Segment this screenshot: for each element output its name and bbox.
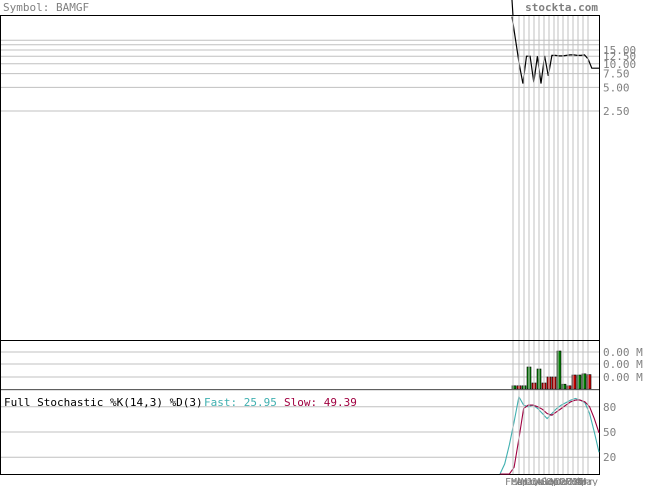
x-tick-label: Oct	[546, 477, 564, 486]
brand-label: stockta.com	[525, 1, 598, 14]
price-tick-label: 12.50	[603, 50, 636, 63]
price-tick-label: 5.00	[603, 81, 630, 94]
price-line-top	[511, 0, 514, 17]
price-tick-label: 7.50	[603, 68, 630, 81]
volume-tick-label: 0.00 M	[603, 346, 643, 359]
stochastic-slow-label: Slow: 49.39	[284, 396, 357, 409]
symbol-label: Symbol: BAMGF	[3, 1, 89, 14]
x-tick-label: Apr	[575, 477, 593, 486]
price-tick-label: 15.00	[603, 44, 636, 57]
price-tick-label: 2.50	[603, 105, 630, 118]
stochastic-fast-label: Fast: 25.95	[204, 396, 277, 409]
x-tick-label: May	[580, 477, 598, 486]
x-tick-label: Dec	[555, 477, 573, 486]
x-tick-label: 2025	[560, 477, 584, 486]
x-tick-label: Jun	[526, 477, 544, 486]
stochastic-tick-label: 50	[603, 426, 616, 439]
price-tick-label: 10.00	[603, 58, 636, 71]
volume-panel-frame	[0, 340, 600, 390]
x-tick-label: Mar	[570, 477, 588, 486]
x-tick-label: Feb	[565, 477, 583, 486]
x-tick-label: Jul	[531, 477, 549, 486]
x-tick-label: Nov	[550, 477, 568, 486]
price-line	[511, 16, 599, 84]
stochastic-panel: 80 50 20 Full Stochastic %K(14,3) %D(3) Fa…	[0, 389, 616, 475]
stochastic-tick-label: 20	[603, 451, 616, 464]
x-tick-label: Aug	[536, 477, 554, 486]
volume-panel: 0.00 M0.00 M0.00 M	[0, 340, 643, 390]
volume-tick-label: 0.00 M	[603, 371, 643, 384]
x-tick-label: Apr	[516, 477, 534, 486]
stochastic-title: Full Stochastic %K(14,3) %D(3)	[4, 396, 203, 409]
x-tick-label: Feb	[505, 477, 523, 486]
volume-tick-label: 0.00 M	[603, 358, 643, 371]
stochastic-tick-label: 80	[603, 401, 616, 414]
price-panel-frame	[0, 15, 600, 341]
x-tick-label: May	[521, 477, 539, 486]
x-tick-label: Sep	[541, 477, 559, 486]
x-tick-label: Mar	[511, 477, 529, 486]
